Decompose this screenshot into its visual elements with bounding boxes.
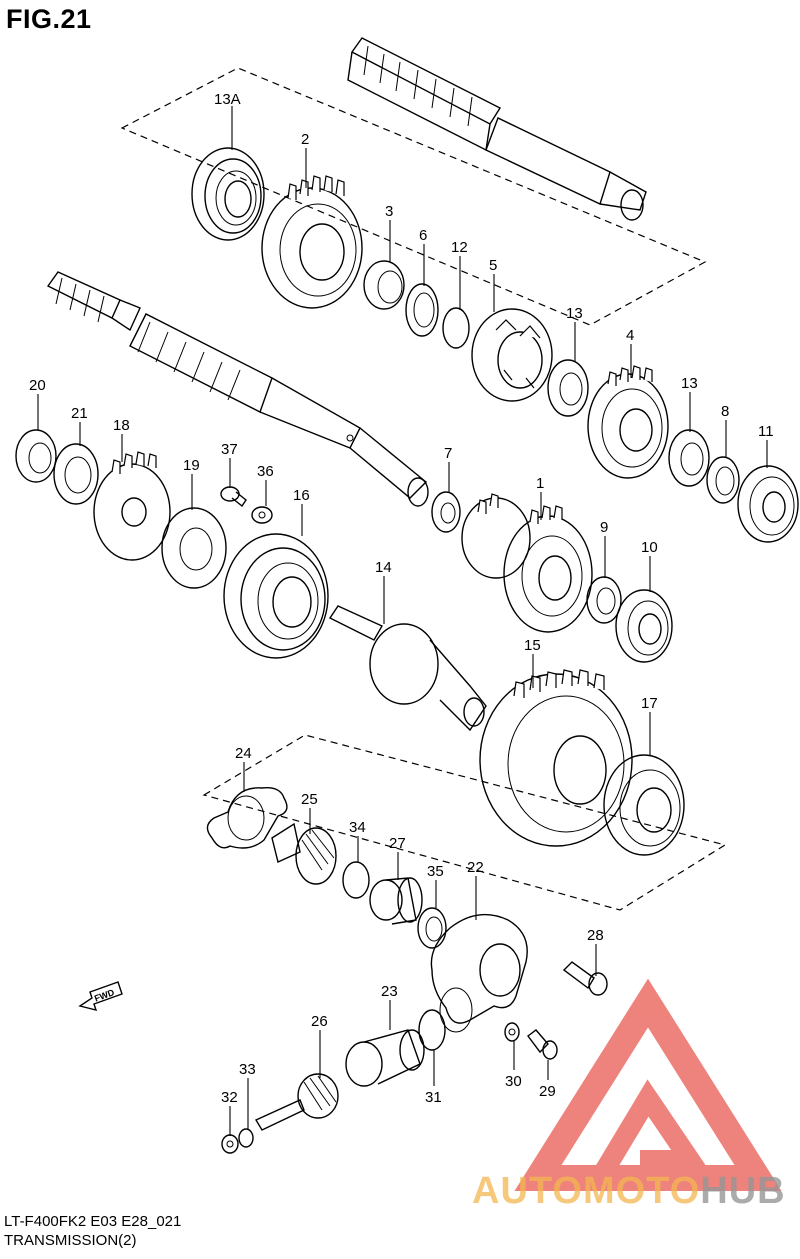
washer-21 — [53, 443, 99, 505]
footer: LT-F400FK2 E03 E28_021 TRANSMISSION(2) — [4, 1212, 181, 1250]
callout-24: 24 — [235, 745, 252, 762]
bearing-13a — [191, 147, 265, 241]
callout-10: 10 — [641, 539, 658, 556]
washer-8 — [706, 456, 740, 504]
washer-13-b — [668, 429, 710, 487]
callout-29: 29 — [539, 1083, 556, 1100]
callout-36: 36 — [257, 463, 274, 480]
washer-30 — [504, 1022, 520, 1042]
bearing-11 — [737, 465, 799, 543]
circlip-34 — [342, 861, 370, 899]
bearing-16 — [223, 533, 329, 659]
bolt-28 — [562, 961, 608, 996]
washer-33 — [238, 1128, 254, 1148]
gear-25 — [271, 822, 337, 885]
callout-12: 12 — [451, 239, 468, 256]
driveshaft — [46, 271, 429, 507]
callout-3: 3 — [385, 203, 393, 220]
section-title: TRANSMISSION(2) — [4, 1232, 137, 1249]
callout-35: 35 — [427, 863, 444, 880]
callout-17: 17 — [641, 695, 658, 712]
callout-32: 32 — [221, 1089, 238, 1106]
nut-32 — [221, 1134, 239, 1154]
bolt-29 — [527, 1029, 558, 1060]
watermark-text-a: AUTOMOTO — [472, 1170, 701, 1212]
callout-13-lower: 13 — [681, 375, 698, 392]
fwd-arrow-icon: FWD — [78, 981, 123, 1011]
bushing-27 — [369, 877, 423, 925]
callout-13-upper: 13 — [566, 305, 583, 322]
gear-18 — [93, 451, 171, 561]
washer-19 — [161, 507, 227, 589]
callout-labels: 13A 2 3 6 12 5 13 4 13 8 11 20 21 18 37 … — [29, 91, 774, 1106]
washer-7 — [431, 491, 461, 533]
callout-9: 9 — [600, 519, 608, 536]
callout-34: 34 — [349, 819, 366, 836]
gear-5 — [471, 308, 553, 402]
callout-22: 22 — [467, 859, 484, 876]
lower-output-assembly-outline — [202, 734, 727, 911]
callout-37: 37 — [221, 441, 238, 458]
callout-19: 19 — [183, 457, 200, 474]
gear-26 — [254, 1073, 339, 1131]
leader-lines — [37, 106, 768, 1136]
callout-18: 18 — [113, 417, 130, 434]
figure-title: FIG.21 — [6, 4, 92, 34]
housing-22 — [430, 913, 528, 1033]
washer-13-a — [547, 359, 589, 417]
callout-28: 28 — [587, 927, 604, 944]
upper-shaft-assembly-outline — [120, 67, 707, 326]
callout-6: 6 — [419, 227, 427, 244]
callout-20: 20 — [29, 377, 46, 394]
callout-13a: 13A — [214, 91, 241, 108]
callout-14: 14 — [375, 559, 392, 576]
watermark-logo-icon — [514, 978, 782, 1191]
bearing-10 — [615, 589, 673, 663]
watermark-text-b: HUB — [700, 1170, 786, 1212]
countershaft — [347, 37, 647, 221]
callout-15: 15 — [524, 637, 541, 654]
callout-31: 31 — [425, 1089, 442, 1106]
model-code: LT-F400FK2 E03 E28_021 — [4, 1213, 182, 1230]
bearing-17 — [603, 754, 685, 856]
callout-5: 5 — [489, 257, 497, 274]
callout-33: 33 — [239, 1061, 256, 1078]
shaft-14 — [328, 605, 487, 732]
callout-30: 30 — [505, 1073, 522, 1090]
oil-seal-20 — [15, 429, 57, 483]
callout-25: 25 — [301, 791, 318, 808]
bushing-23 — [345, 1029, 425, 1087]
callout-26: 26 — [311, 1013, 328, 1030]
needle-bearing-3 — [363, 260, 405, 310]
circlip-12 — [442, 307, 470, 349]
callout-4: 4 — [626, 327, 634, 344]
callout-8: 8 — [721, 403, 729, 420]
o-ring-31 — [418, 1009, 446, 1051]
callout-2: 2 — [301, 131, 309, 148]
washer-9 — [586, 576, 622, 624]
callout-21: 21 — [71, 405, 88, 422]
callout-1: 1 — [536, 475, 544, 492]
gear-2 — [261, 175, 363, 309]
bolt-37 — [220, 486, 247, 508]
lock-washer-6 — [405, 283, 439, 337]
callout-23: 23 — [381, 983, 398, 1000]
washer-36 — [251, 506, 273, 524]
gasket-24 — [206, 787, 288, 849]
gear-1 — [461, 493, 593, 633]
gear-4 — [587, 365, 669, 479]
callout-16: 16 — [293, 487, 310, 504]
washer-35 — [417, 907, 447, 949]
callout-11: 11 — [758, 423, 774, 440]
callout-27: 27 — [389, 835, 406, 852]
watermark-text: AUTOMOTOHUB — [472, 1170, 786, 1213]
callout-7: 7 — [444, 445, 452, 462]
gear-15 — [479, 669, 633, 847]
